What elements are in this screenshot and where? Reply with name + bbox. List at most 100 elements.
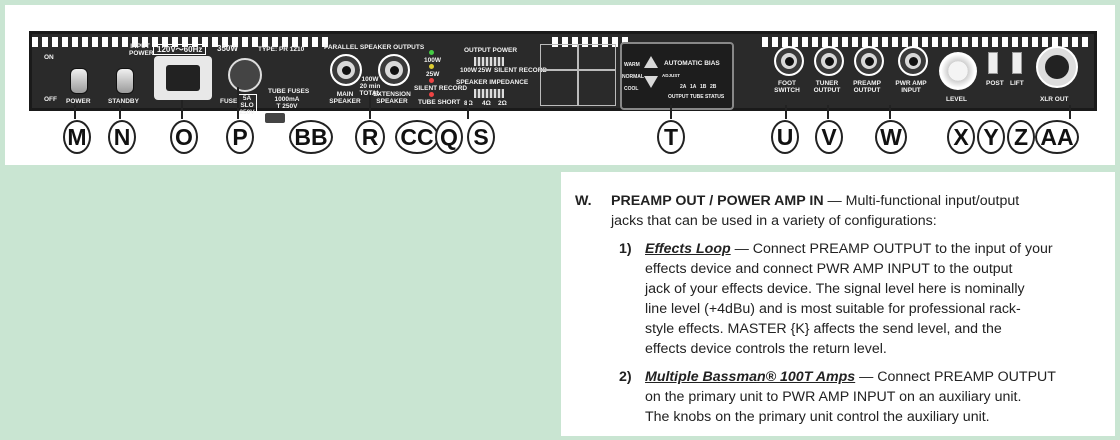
- callout-x: X: [947, 120, 975, 154]
- item-description: Multi-functional input/output: [845, 193, 1020, 209]
- standby-label: STANDBY: [108, 98, 139, 105]
- callout-bb: BB: [289, 120, 333, 154]
- power-option-silent: SILENT RECORD: [494, 67, 548, 74]
- output-power-switch[interactable]: [474, 57, 504, 66]
- iec-power-inlet[interactable]: [154, 56, 212, 100]
- power-label: POWER: [66, 98, 91, 105]
- led-100w-label: 100W: [424, 57, 441, 64]
- lift-switch[interactable]: [1012, 52, 1022, 74]
- fuse-rating: 5A SLO 250V: [237, 94, 257, 117]
- amplifier-rear-panel: ON OFF POWER STANDBY INPUT POWER 120V〜60…: [29, 31, 1097, 117]
- power-switch[interactable]: [70, 68, 88, 94]
- vent-stripe: [32, 37, 332, 47]
- standby-switch[interactable]: [116, 68, 134, 94]
- auto-bias-label: AUTOMATIC BIAS: [664, 60, 720, 67]
- sub1-heading: Effects Loop — Connect PREAMP OUTPUT to …: [645, 241, 1053, 257]
- pwr-amp-input-label: PWR AMP INPUT: [895, 80, 927, 94]
- fuse-label: FUSE: [220, 98, 238, 105]
- foot-switch-label: FOOT SWITCH: [774, 80, 800, 94]
- tube-fuse-rating: 1000mA T 250V: [274, 96, 300, 110]
- led-25w: [429, 64, 434, 69]
- callout-n: N: [108, 120, 136, 154]
- foot-switch-jack[interactable]: [774, 46, 804, 76]
- tube-fuses-label: TUBE FUSES: [268, 88, 310, 95]
- tube-id-1a: 1A: [690, 84, 697, 90]
- pwr-amp-input-jack[interactable]: [898, 46, 928, 76]
- sub2-text-line: The knobs on the primary unit control th…: [645, 409, 990, 425]
- main-speaker-label: MAIN SPEAKER: [329, 91, 361, 105]
- blank-plate: [540, 70, 578, 106]
- callout-p: P: [226, 120, 254, 154]
- speaker-impedance-switch[interactable]: [474, 89, 504, 98]
- post-switch[interactable]: [988, 52, 998, 74]
- sub1-text-line: line level (+4dBu) and is most suitable …: [645, 301, 1021, 317]
- blank-plate: [578, 44, 616, 70]
- callout-o: O: [170, 120, 198, 154]
- leader-line: [369, 95, 371, 119]
- leader-line: [181, 100, 183, 119]
- leader-line: [74, 105, 76, 119]
- callout-u: U: [771, 120, 799, 154]
- preamp-output-label: PREAMP OUTPUT: [853, 80, 881, 94]
- ohms-total-label: 100W 20 min TOTAL: [359, 76, 381, 97]
- sub2-title: Multiple Bassman® 100T Amps: [645, 369, 856, 385]
- led-25w-label: 25W: [426, 71, 440, 78]
- led-silent-record: [429, 78, 434, 83]
- leader-line: [467, 100, 469, 119]
- manual-text-section: W. PREAMP OUT / POWER AMP IN — Multi-fun…: [561, 172, 1115, 436]
- leader-line: [889, 105, 891, 119]
- leader-line: [119, 105, 121, 119]
- main-speaker-jack[interactable]: [330, 54, 362, 86]
- warm-label: WARM: [624, 62, 640, 68]
- tube-id-2a: 2A: [680, 84, 687, 90]
- bias-down-icon[interactable]: [644, 76, 658, 88]
- sub2-text-line: on the primary unit to PWR AMP INPUT on …: [645, 389, 1022, 405]
- speaker-impedance-label: SPEAKER IMPEDANCE: [456, 79, 529, 86]
- on-label: ON: [44, 54, 54, 61]
- sub1-text-line: effects device and connect PWR AMP INPUT…: [645, 261, 1013, 277]
- leader-line: [1069, 105, 1071, 119]
- sub1-title: Effects Loop: [645, 241, 731, 257]
- sub1-number: 1): [619, 241, 632, 257]
- callout-y: Y: [977, 120, 1005, 154]
- power-option-25w: 25W: [478, 67, 492, 74]
- adjust-label: ADJUST: [662, 73, 681, 78]
- xlr-out-jack[interactable]: [1036, 46, 1078, 88]
- extension-speaker-jack[interactable]: [378, 54, 410, 86]
- bias-up-icon[interactable]: [644, 56, 658, 68]
- tuner-output-label: TUNER OUTPUT: [813, 80, 841, 94]
- tube-id-2b: 2B: [710, 84, 717, 90]
- sub1-text-line: jack of your effects device. The signal …: [645, 281, 1025, 297]
- type-label: TYPE: PR 1210: [258, 46, 305, 53]
- extension-speaker-label: EXTENSION SPEAKER: [373, 91, 411, 105]
- callout-w: W: [875, 120, 907, 154]
- watts-label: 350W: [217, 44, 238, 53]
- level-knob[interactable]: [939, 52, 977, 90]
- led-tube-short: [429, 92, 434, 97]
- post-label: POST: [986, 80, 1004, 87]
- callout-q: Q: [435, 120, 463, 154]
- leader-line: [237, 87, 239, 119]
- impedance-4: 4Ω: [482, 100, 491, 107]
- leader-line: [827, 105, 829, 119]
- tube-fuse-cap: [265, 113, 285, 123]
- lift-label: LIFT: [1010, 80, 1024, 87]
- sub2-heading: Multiple Bassman® 100T Amps — Connect PR…: [645, 369, 1056, 385]
- tuner-output-jack[interactable]: [814, 46, 844, 76]
- callout-r: R: [355, 120, 385, 154]
- tube-id-1b: 1B: [700, 84, 707, 90]
- voltage-label: 120V〜60Hz: [153, 44, 207, 55]
- preamp-output-jack[interactable]: [854, 46, 884, 76]
- item-heading: PREAMP OUT / POWER AMP IN — Multi-functi…: [611, 193, 1020, 209]
- auto-bias-module: AUTOMATIC BIAS WARM NORMAL COOL ADJUST 2…: [620, 42, 734, 110]
- callout-cc: CC: [395, 120, 439, 154]
- silent-record-led-label: SILENT RECORD: [414, 85, 468, 92]
- leader-line: [670, 105, 672, 119]
- level-label: LEVEL: [946, 96, 967, 103]
- callout-m: M: [63, 120, 91, 154]
- vent-stripe: [552, 37, 632, 47]
- input-power-label: INPUT POWER: [129, 43, 154, 57]
- fuse-holder[interactable]: [228, 58, 262, 92]
- xlr-out-label: XLR OUT: [1040, 96, 1069, 103]
- item-title: PREAMP OUT / POWER AMP IN: [611, 193, 824, 209]
